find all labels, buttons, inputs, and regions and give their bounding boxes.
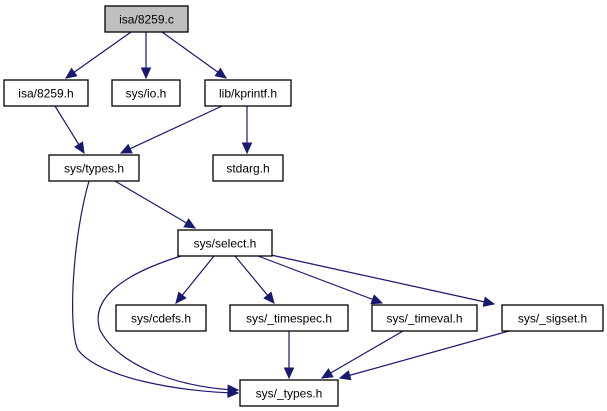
arrowhead-icon (283, 367, 295, 380)
arrowhead-icon (73, 141, 85, 155)
arrowhead-icon (227, 384, 240, 395)
graph-node-lib-kprintf-h[interactable]: lib/kprintf.h (204, 79, 292, 107)
edge-line (114, 180, 196, 229)
edge-kprintf-to-stdarg (241, 106, 253, 155)
arrowhead-icon (263, 291, 275, 304)
node-label: sys/types.h (64, 162, 124, 176)
graph-node-sys-select-h[interactable]: sys/select.h (177, 229, 273, 257)
edge-8259c-to-io (140, 32, 152, 80)
node-label: sys/cdefs.h (131, 312, 191, 326)
node-box[interactable] (204, 79, 292, 107)
arrowhead-icon (482, 296, 496, 307)
node-label: sys/_types.h (256, 387, 323, 401)
node-label: sys/io.h (126, 87, 167, 101)
graph-node-isa-8259-h[interactable]: isa/8259.h (3, 79, 89, 107)
node-box[interactable] (48, 154, 140, 182)
edge-types-to-_types (71, 180, 240, 399)
node-label: sys/_timespec.h (246, 312, 332, 326)
node-box[interactable] (501, 304, 604, 332)
arrowhead-icon (320, 368, 334, 379)
edge-line (161, 31, 227, 79)
arrowhead-icon (214, 67, 227, 79)
edge-line (321, 330, 404, 379)
node-label: sys/_timeval.h (386, 312, 462, 326)
edge-line (257, 255, 383, 304)
node-label: stdarg.h (226, 162, 269, 176)
edge-line (71, 180, 239, 394)
node-box[interactable] (111, 79, 181, 107)
graph-node-stdarg-h[interactable]: stdarg.h (212, 154, 284, 182)
node-box[interactable] (229, 304, 349, 332)
edge-timeval-to-_types (320, 330, 404, 379)
node-box[interactable] (239, 379, 339, 407)
graph-node-sys-sigset-h[interactable]: sys/_sigset.h (501, 304, 604, 332)
node-label: sys/_sigset.h (518, 312, 587, 326)
node-box[interactable] (115, 304, 207, 332)
graph-node-isa-8259-c[interactable]: isa/8259.c (104, 5, 189, 33)
edge-sigset-to-_types (338, 330, 510, 381)
edge-line (270, 254, 495, 305)
node-label: sys/select.h (194, 237, 257, 251)
edge-line (65, 31, 132, 79)
edge-select-to-cdefs (175, 255, 215, 304)
arrowhead-icon (370, 294, 384, 305)
edge-8259h-to-types (54, 105, 85, 155)
node-box[interactable] (212, 154, 284, 182)
graph-node-sys-io-h[interactable]: sys/io.h (111, 79, 181, 107)
edge-select-to-_types (97, 255, 240, 395)
edges-layer (54, 31, 510, 399)
edge-select-to-timespec (234, 255, 275, 304)
arrowhead-icon (338, 370, 352, 381)
arrowhead-icon (119, 143, 133, 154)
edge-line (120, 105, 223, 154)
node-label: isa/8259.h (18, 87, 73, 101)
arrowhead-icon (140, 67, 152, 80)
nodes-layer: isa/8259.c isa/8259.h sys/io.h lib/kprintf.… (3, 5, 604, 407)
arrowhead-icon (65, 67, 78, 79)
node-box[interactable] (3, 79, 89, 107)
edge-8259c-to-kprintf (161, 31, 227, 79)
node-box[interactable] (177, 229, 273, 257)
graph-node-sys-timeval-h[interactable]: sys/_timeval.h (371, 304, 478, 332)
arrowhead-icon (183, 218, 197, 229)
edge-line (97, 255, 239, 391)
edge-select-to-sigset (270, 254, 496, 307)
graph-node-sys-types-h[interactable]: sys/_types.h (239, 379, 339, 407)
graph-node-sys-cdefs-h[interactable]: sys/cdefs.h (115, 304, 207, 332)
graph-node-sys-timespec-h[interactable]: sys/_timespec.h (229, 304, 349, 332)
arrowhead-icon (241, 142, 253, 155)
edge-kprintf-to-types (119, 105, 223, 154)
edge-8259c-to-8259h (65, 31, 132, 79)
edge-line (339, 330, 510, 379)
node-label: lib/kprintf.h (219, 87, 277, 101)
arrowhead-icon (175, 291, 187, 304)
node-label: isa/8259.c (119, 13, 174, 27)
edge-types-to-select (114, 180, 197, 229)
node-box[interactable] (104, 5, 189, 33)
edge-timespec-to-_types (283, 331, 295, 380)
graph-node-sys-types-h[interactable]: sys/types.h (48, 154, 140, 182)
node-box[interactable] (371, 304, 478, 332)
edge-select-to-timeval (257, 255, 384, 305)
